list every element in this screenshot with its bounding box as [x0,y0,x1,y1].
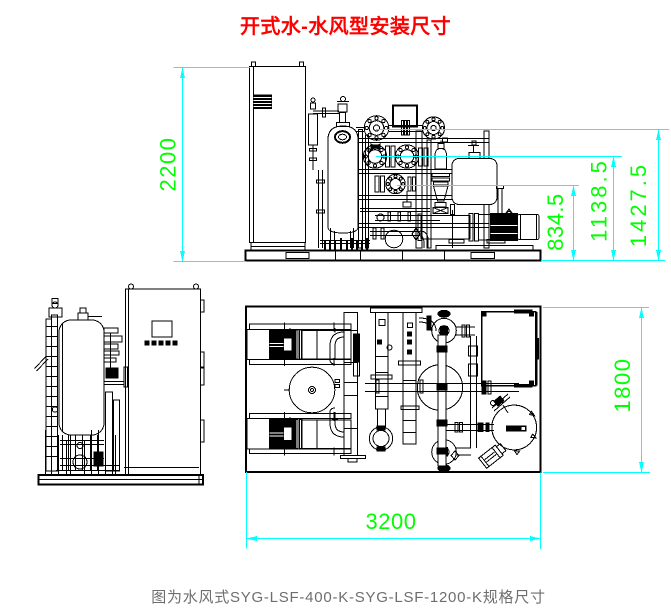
svg-text:2200: 2200 [155,137,180,192]
svg-text:1427.5: 1427.5 [626,162,651,247]
svg-text:1138.5: 1138.5 [586,158,611,242]
svg-text:834.5: 834.5 [543,193,568,251]
svg-text:3200: 3200 [366,509,417,534]
svg-text:1800: 1800 [610,358,635,413]
